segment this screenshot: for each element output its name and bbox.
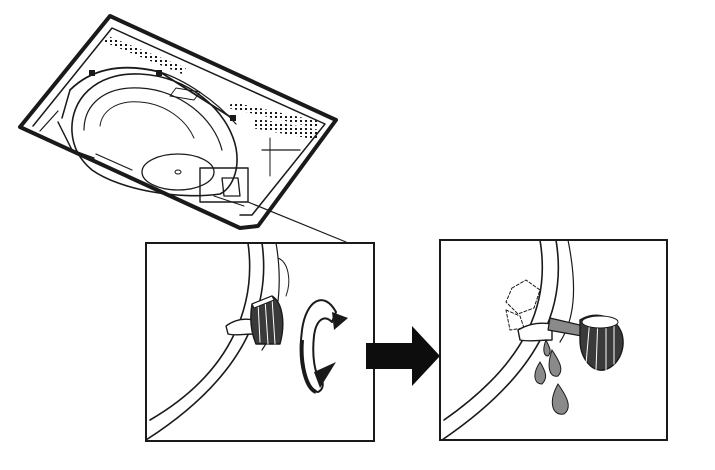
step-2-panel xyxy=(439,239,668,441)
water-drop-icon xyxy=(534,361,547,385)
water-draining-icon xyxy=(441,240,624,440)
unscrew-drain-cap-icon xyxy=(146,243,290,441)
water-drop-icons xyxy=(534,338,569,415)
water-drop-icon xyxy=(543,338,551,357)
step-1-panel xyxy=(145,242,375,442)
water-drop-icon xyxy=(548,348,562,377)
rotate-counterclockwise-icon xyxy=(299,299,348,394)
appliance-base-drain-icon xyxy=(18,14,347,243)
water-drop-icon xyxy=(551,383,569,415)
arrow-right-icon xyxy=(366,326,440,386)
